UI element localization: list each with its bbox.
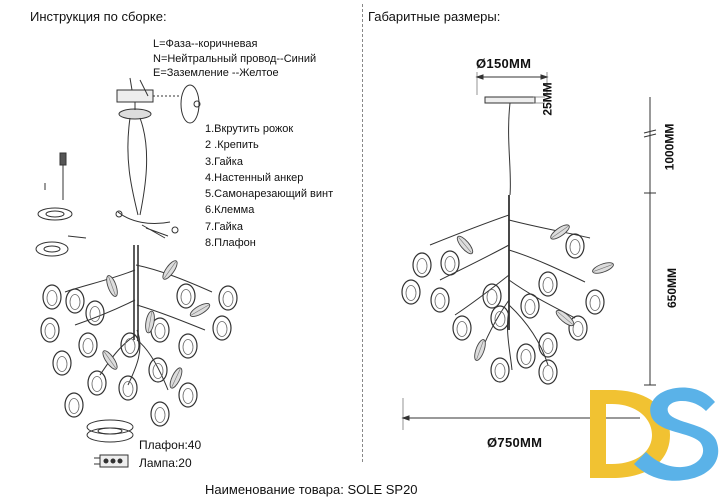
lamp-legend-icon [94,454,129,468]
step-3: 3.Гайка [205,155,243,168]
wiring-neutral: N=Нейтральный провод--Синий [153,52,317,65]
step-5: 5.Самонарезающий винт [205,188,334,201]
step-4: 4.Настенный анкер [205,171,304,184]
step-6: 6.Клемма [205,204,255,217]
shade-legend-icon [86,419,134,443]
wiring-phase: L=Фаза--коричневая [153,38,258,50]
assembly-leaves [40,258,238,427]
overall-diameter-label: Ø750MM [487,435,543,450]
assembly-drawing [35,77,213,391]
product-name: Наименование товара: SOLE SP20 [205,482,418,497]
canopy-diameter-label: Ø150MM [476,56,532,71]
body-height-label: 650MM [665,267,680,309]
wiring-ground: E=Заземление --Желтое [153,67,279,79]
dimensions-title: Габаритные размеры: [368,9,501,24]
step-7: 7.Гайка [205,220,243,233]
assembly-title: Инструкция по сборке: [30,9,167,24]
column-divider [362,4,363,462]
step-8: 8.Плафон [205,237,256,250]
shade-count: Плафон:40 [139,438,202,452]
canopy-height-label: 25MM [540,82,555,116]
step-1: 1.Вкрутить рожок [205,123,294,135]
cable-length-label: 1000MM [662,123,677,171]
wiring-legend: L=Фаза--коричневая N=Нейтральный провод-… [153,37,316,81]
step-2: 2 .Крепить [205,139,259,152]
dimensions-drawing [401,72,657,430]
lamp-count: Лампа:20 [139,456,192,470]
assembly-steps: 1.Вкрутить рожок 2 .Крепить 3.Гайка 4.На… [205,121,333,251]
